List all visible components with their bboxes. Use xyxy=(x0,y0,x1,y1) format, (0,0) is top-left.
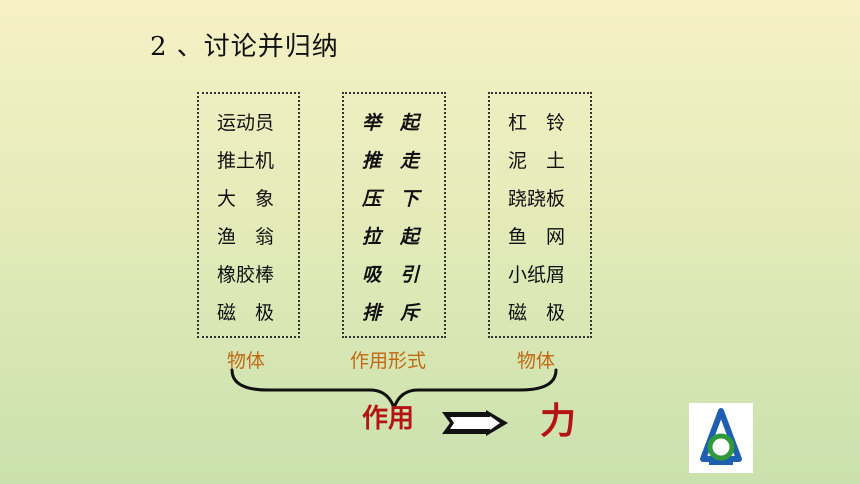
list-item: 跷跷板 xyxy=(508,188,566,210)
actions-column: 举 起 推 走 压 下 拉 起 吸 引 排 斥 xyxy=(342,92,446,338)
objects-column-right: 杠 铃 泥 土 跷跷板 鱼 网 小纸屑 磁 极 xyxy=(488,92,592,338)
list-item: 小纸屑 xyxy=(508,264,566,286)
list-item: 橡胶棒 xyxy=(217,264,275,286)
list-item: 运动员 xyxy=(217,112,275,134)
list-item: 泥 土 xyxy=(508,150,566,172)
conclusion-term: 作用 xyxy=(362,404,415,434)
list-item: 压 下 xyxy=(362,188,420,210)
list-item: 举 起 xyxy=(362,112,420,134)
category-label-action: 作用形式 xyxy=(350,350,427,372)
double-arrow-right-icon xyxy=(442,410,508,436)
list-item: 渔 翁 xyxy=(217,226,275,248)
list-item: 鱼 网 xyxy=(508,226,566,248)
category-label-object-left: 物体 xyxy=(227,350,266,372)
objects-column-left: 运动员 推土机 大 象 渔 翁 橡胶棒 磁 极 xyxy=(197,92,300,338)
publisher-logo-icon xyxy=(689,403,753,473)
list-item: 拉 起 xyxy=(362,226,420,248)
category-label-object-right: 物体 xyxy=(517,350,556,372)
curly-brace-icon xyxy=(230,368,558,410)
list-item: 推土机 xyxy=(217,150,275,172)
slide-title: 2 、讨论并归纳 xyxy=(150,32,339,62)
objects-list-right: 杠 铃 泥 土 跷跷板 鱼 网 小纸屑 磁 极 xyxy=(490,104,590,332)
list-item: 吸 引 xyxy=(362,264,420,286)
list-item: 杠 铃 xyxy=(508,112,566,134)
actions-list: 举 起 推 走 压 下 拉 起 吸 引 排 斥 xyxy=(344,104,444,332)
objects-list-left: 运动员 推土机 大 象 渔 翁 橡胶棒 磁 极 xyxy=(199,104,298,332)
list-item: 磁 极 xyxy=(217,302,275,324)
conclusion-result: 力 xyxy=(540,401,577,442)
list-item: 推 走 xyxy=(362,150,420,172)
list-item: 排 斥 xyxy=(362,302,420,324)
list-item: 大 象 xyxy=(217,188,275,210)
list-item: 磁 极 xyxy=(508,302,566,324)
